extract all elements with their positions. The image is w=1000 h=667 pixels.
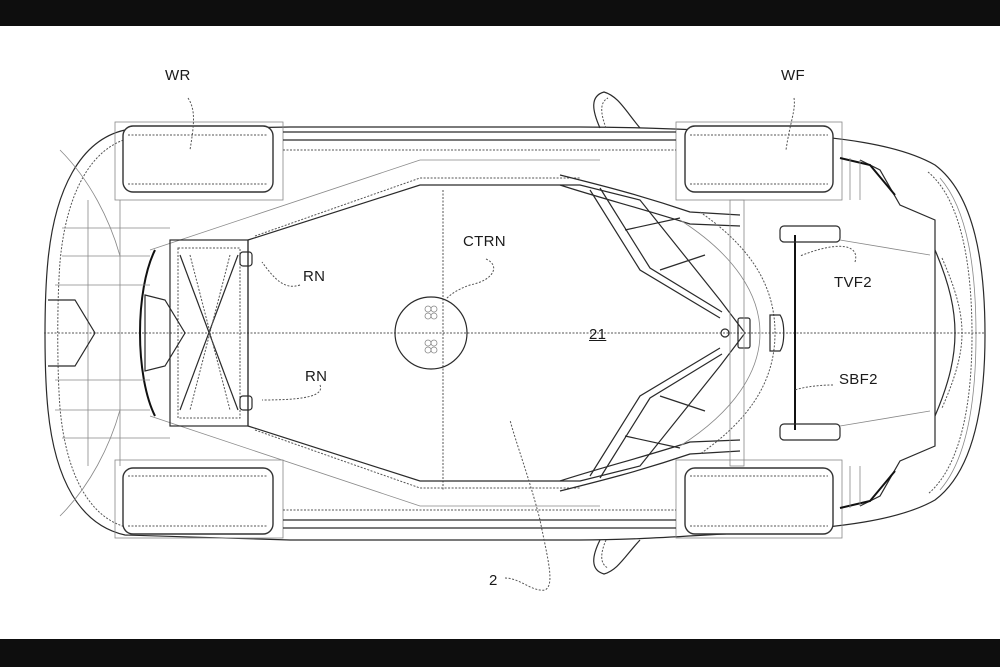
front-tubular-frame	[559, 174, 776, 492]
label-21: 21	[589, 326, 607, 343]
leader-wr	[187, 97, 194, 151]
central-tunnel-circle	[394, 296, 468, 370]
leader-rn-upper	[261, 261, 301, 287]
leader-rn-lower	[261, 384, 322, 401]
letterbox-top	[0, 0, 1000, 26]
mirror-bottom	[593, 539, 641, 575]
letterbox-bottom	[0, 639, 1000, 667]
vehicle-chassis-drawing	[44, 91, 986, 591]
front-tire-bottom	[684, 467, 834, 535]
rear-tire-bottom	[122, 467, 274, 535]
label-wf: WF	[781, 67, 805, 84]
label-tvf2: TVF2	[834, 274, 872, 291]
tunnel-fasteners	[424, 305, 438, 354]
rear-subframe	[169, 239, 249, 427]
leader-2	[504, 419, 551, 591]
leader-ctrn	[444, 258, 495, 301]
leader-sbf2	[794, 384, 834, 391]
label-wr: WR	[165, 67, 191, 84]
label-rn-upper: RN	[303, 268, 326, 285]
label-rn-lower: RN	[305, 368, 328, 385]
central-cell	[247, 184, 746, 482]
mirror-top	[593, 91, 641, 129]
leader-tvf2	[799, 245, 857, 263]
rear-tire-top	[122, 125, 274, 193]
patent-drawing-canvas: WR WF CTRN RN RN 21 TVF2 SBF2 2	[0, 26, 1000, 639]
front-tire-top	[684, 125, 834, 193]
label-ctrn: CTRN	[463, 233, 506, 250]
label-2: 2	[489, 572, 498, 589]
label-sbf2: SBF2	[839, 371, 878, 388]
